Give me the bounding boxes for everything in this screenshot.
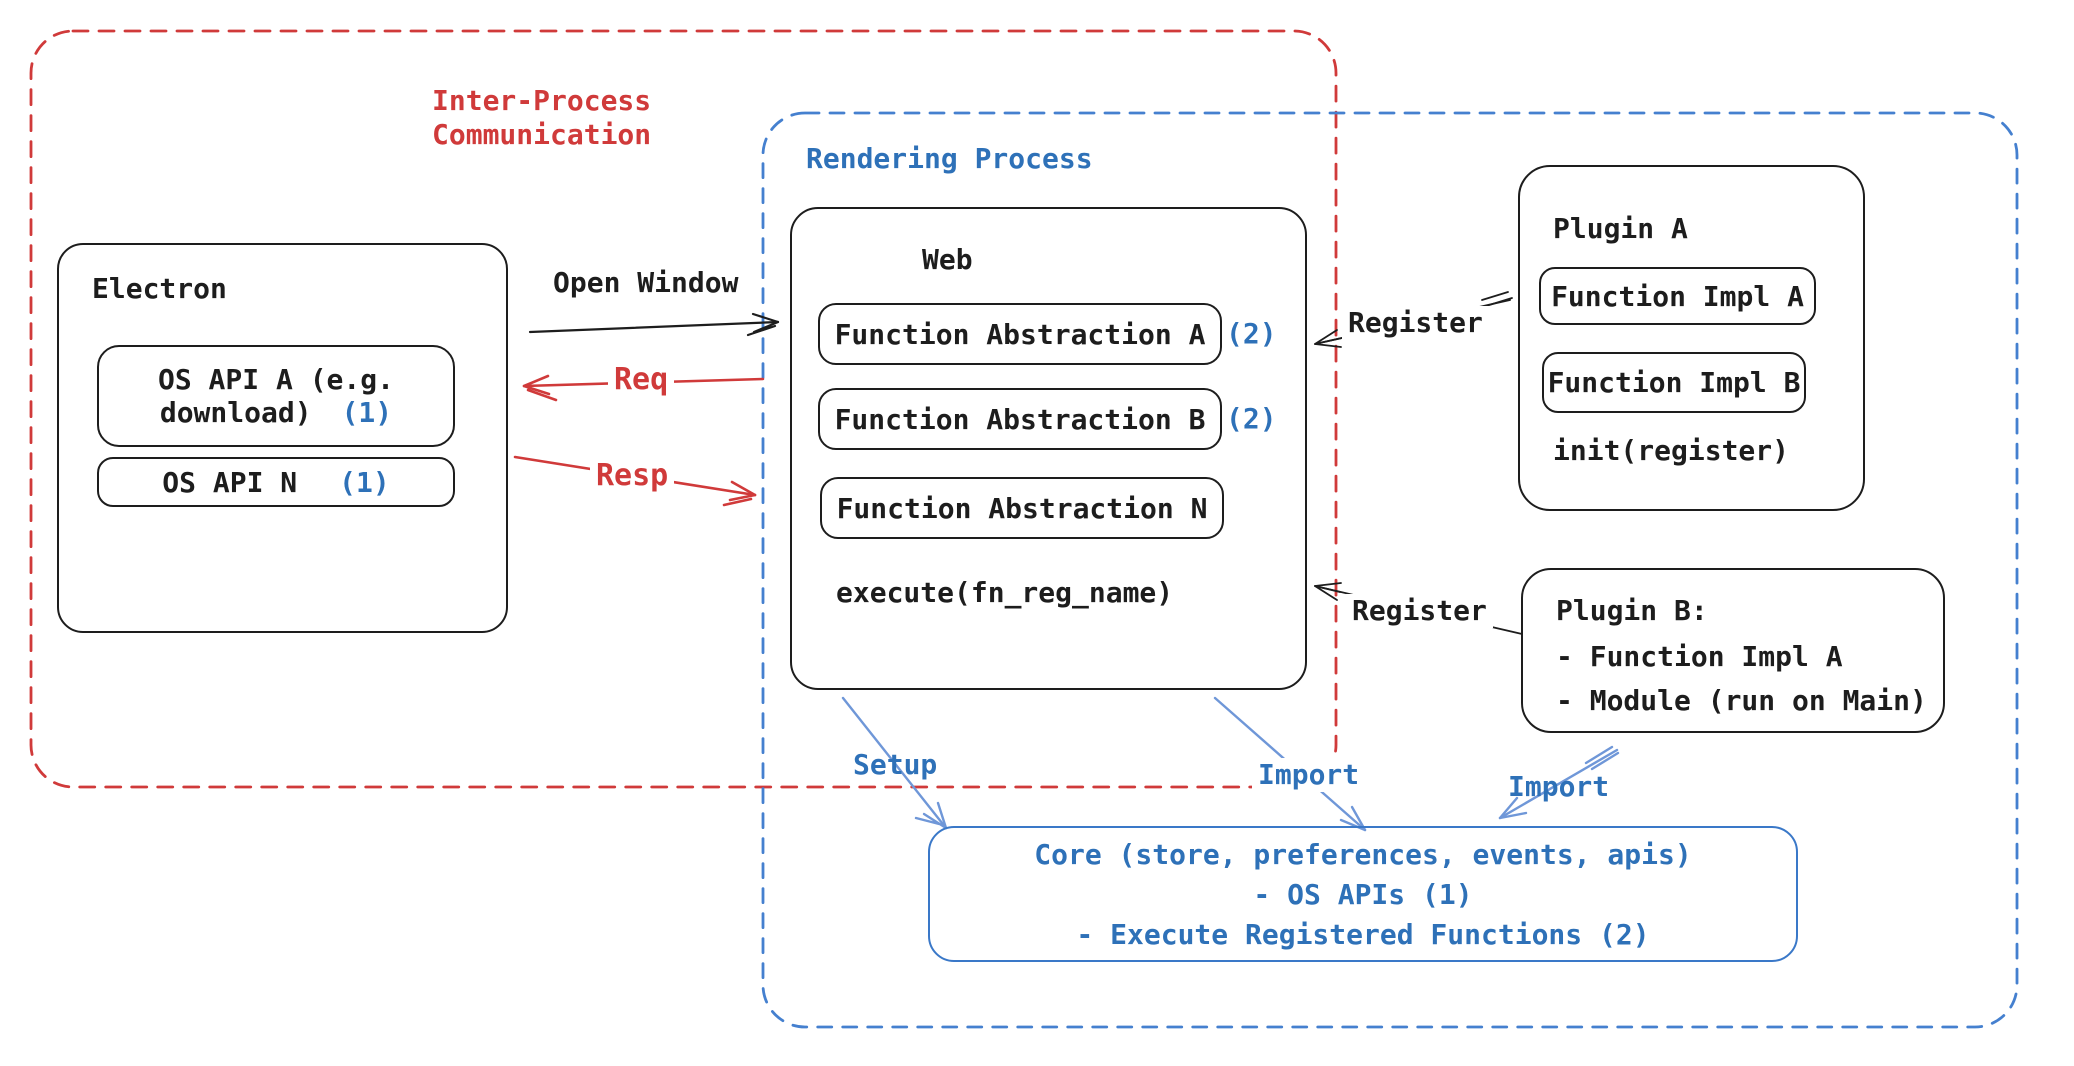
core-line1: Core (store, preferences, events, apis) bbox=[1034, 837, 1692, 871]
setup-arrow bbox=[841, 696, 948, 830]
resp-label: Resp bbox=[590, 458, 675, 494]
electron-title: Electron bbox=[92, 272, 227, 305]
rendering-dashed-boundary bbox=[761, 111, 2019, 1029]
electron-box bbox=[57, 243, 508, 633]
req-label: Req bbox=[608, 362, 675, 398]
import-web-label: Import bbox=[1252, 758, 1366, 792]
os-api-n-ref: (1) bbox=[339, 465, 390, 499]
web-box bbox=[790, 207, 1307, 690]
plugin-b-box bbox=[1521, 568, 1945, 733]
setup-label: Setup bbox=[853, 748, 938, 781]
function-abstraction-b-label: Function Abstraction B bbox=[834, 402, 1206, 436]
os-api-a-line1: OS API A (e.g. bbox=[157, 363, 394, 396]
function-impl-b-box: Function Impl B bbox=[1542, 352, 1806, 413]
os-api-n-box: OS API N (1) bbox=[97, 457, 455, 507]
os-api-a-line2: download) bbox=[159, 396, 312, 429]
open-window-arrow bbox=[528, 312, 780, 337]
os-api-a-box: OS API A (e.g. download) (1) bbox=[97, 345, 455, 447]
ipc-dashed-boundary bbox=[29, 29, 1338, 789]
core-box: Core (store, preferences, events, apis) … bbox=[928, 826, 1798, 962]
function-abstraction-a-box: Function Abstraction A bbox=[818, 303, 1222, 365]
function-abstraction-n-label: Function Abstraction N bbox=[836, 491, 1208, 525]
plugin-b-item1: - Function Impl A bbox=[1556, 640, 1843, 673]
function-impl-a-label: Function Impl A bbox=[1551, 279, 1804, 313]
os-api-a-ref: (1) bbox=[341, 396, 393, 429]
core-line3: - Execute Registered Functions (2) bbox=[1076, 917, 1650, 951]
register-a-label: Register bbox=[1342, 306, 1489, 340]
web-title: Web bbox=[922, 243, 973, 276]
function-abstraction-b-ref: (2) bbox=[1226, 402, 1277, 435]
function-impl-b-label: Function Impl B bbox=[1547, 366, 1801, 399]
import-plugin-b-arrow bbox=[1498, 745, 1620, 820]
function-abstraction-a-label: Function Abstraction A bbox=[834, 317, 1206, 351]
function-impl-a-box: Function Impl A bbox=[1539, 267, 1816, 325]
function-abstraction-b-box: Function Abstraction B bbox=[818, 388, 1222, 450]
os-api-n-label: OS API N bbox=[162, 465, 298, 499]
plugin-a-title: Plugin A bbox=[1553, 212, 1688, 245]
open-window-label: Open Window bbox=[553, 266, 739, 299]
register-b-label: Register bbox=[1346, 594, 1493, 628]
ipc-group-label: Inter-Process Communication bbox=[432, 84, 652, 151]
function-abstraction-n-box: Function Abstraction N bbox=[820, 477, 1224, 539]
core-line2: - OS APIs (1) bbox=[1253, 877, 1473, 911]
execute-label: execute(fn_reg_name) bbox=[836, 576, 1174, 609]
plugin-a-box bbox=[1518, 165, 1865, 511]
plugin-b-title: Plugin B: bbox=[1556, 594, 1708, 627]
init-register-label: init(register) bbox=[1553, 434, 1790, 467]
rendering-group-label: Rendering Process bbox=[806, 142, 1093, 175]
import-plugin-b-label: Import bbox=[1508, 770, 1610, 803]
function-abstraction-a-ref: (2) bbox=[1226, 317, 1277, 350]
plugin-b-item2: - Module (run on Main) bbox=[1556, 684, 1927, 717]
